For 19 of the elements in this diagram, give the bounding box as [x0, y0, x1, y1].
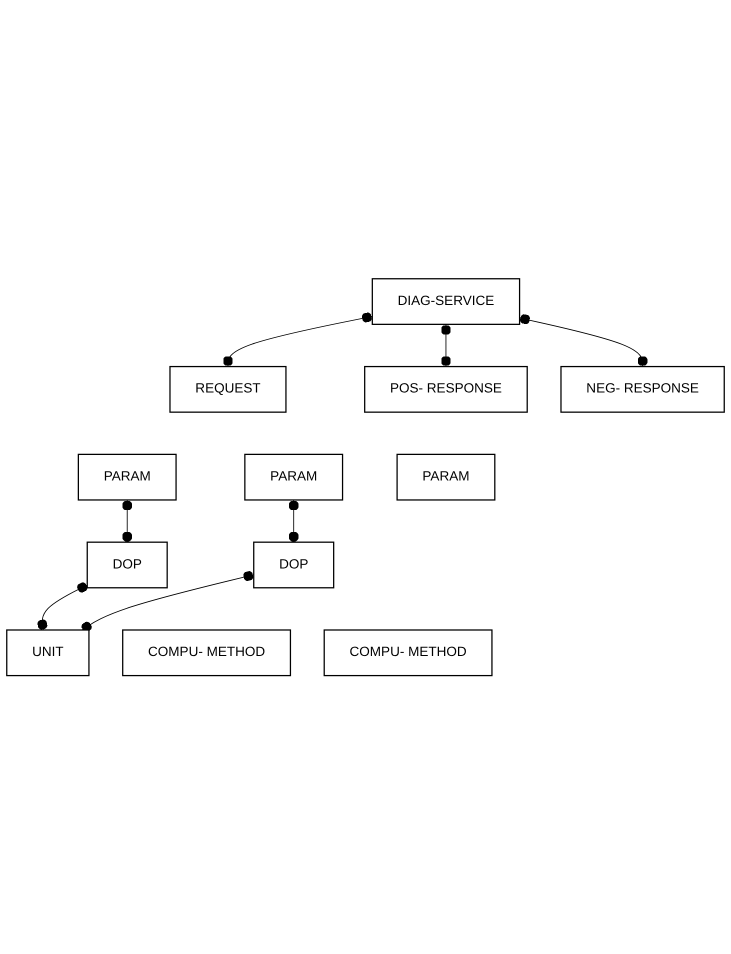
- connector: [519, 314, 648, 367]
- node-box: REQUEST: [169, 366, 287, 413]
- node-box: PARAM: [396, 454, 496, 500]
- node-box: DOP: [253, 541, 334, 588]
- connector: [37, 582, 88, 630]
- node-box: COMPU- METHOD: [122, 629, 292, 676]
- node-box: PARAM: [78, 454, 177, 500]
- node-box: DOP: [86, 541, 168, 588]
- node-box: UNIT: [6, 629, 90, 676]
- connector: [288, 499, 299, 542]
- node-box: DIAG-SERVICE: [372, 278, 520, 325]
- connector: [82, 570, 254, 632]
- connector: [222, 312, 373, 367]
- node-box: POS- RESPONSE: [364, 366, 528, 413]
- node-box: PARAM: [244, 454, 344, 500]
- connector: [122, 499, 132, 542]
- node-box: COMPU- METHOD: [324, 629, 493, 676]
- connector: [440, 324, 452, 367]
- node-box: NEG- RESPONSE: [560, 366, 725, 413]
